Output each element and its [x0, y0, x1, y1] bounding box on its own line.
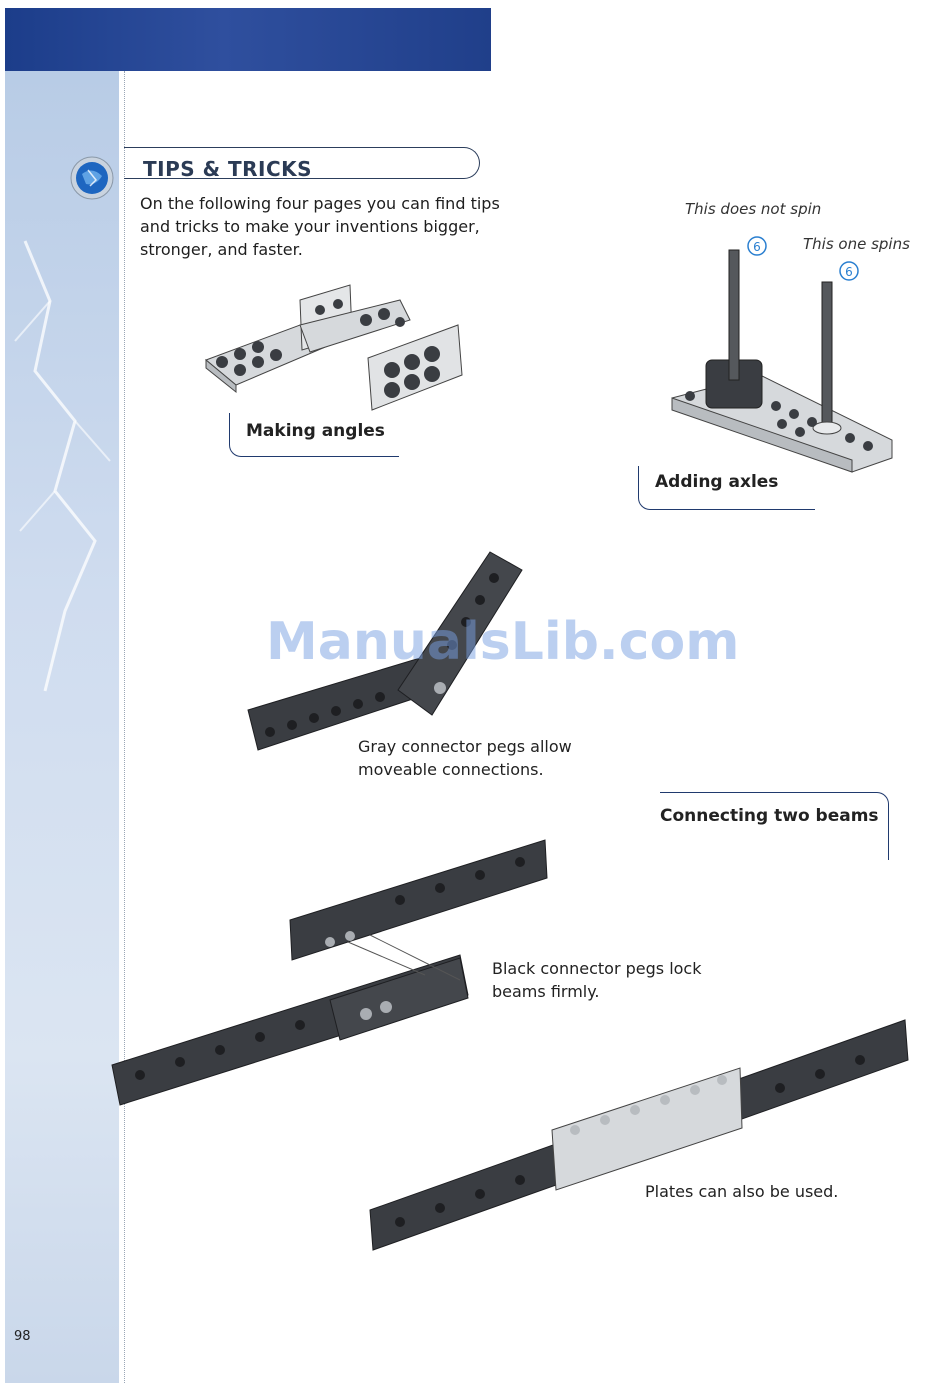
plate-beams-figure	[369, 1019, 909, 1251]
angles-caption-bracket	[229, 413, 399, 457]
black-peg-text: Black connector pegs lock beams firmly.	[492, 959, 702, 1001]
globe-icon	[70, 156, 114, 200]
angles-figure	[205, 284, 463, 411]
watermark: ManualsLib.com	[266, 612, 740, 672]
gray-peg-text: Gray connector pegs allow moveable conne…	[358, 737, 572, 779]
top-color-band	[5, 8, 491, 71]
page-number: 98	[14, 1329, 31, 1344]
two-beams-caption: Connecting two beams	[660, 806, 879, 826]
page-title: TIPS & TRICKS	[143, 157, 313, 181]
lightning-decoration	[14, 240, 111, 692]
no-spin-label: This does not spin	[685, 200, 822, 218]
angled-beams-figure	[247, 551, 523, 751]
left-decor-strip	[5, 71, 119, 1383]
margin-dotted-line	[124, 71, 125, 1383]
axle-badge-1: 6	[753, 240, 761, 254]
black-peg-beams-figure	[111, 839, 548, 1106]
two-beams-caption-bracket	[660, 792, 889, 860]
axles-caption-bracket	[638, 466, 815, 510]
axle-badge-2: 6	[845, 265, 853, 279]
plates-text: Plates can also be used.	[645, 1182, 839, 1201]
heading-frame	[124, 147, 480, 179]
axles-figure: 6 6	[671, 236, 893, 473]
axles-caption: Adding axles	[655, 472, 779, 492]
intro-text: On the following four pages you can find…	[140, 194, 500, 259]
spin-label: This one spins	[803, 235, 910, 253]
angles-caption: Making angles	[246, 421, 385, 441]
